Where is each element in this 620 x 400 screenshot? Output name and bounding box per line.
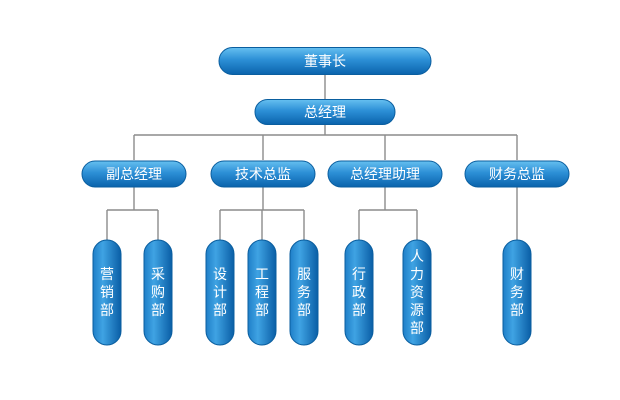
department-box-1-0-shape <box>205 239 235 346</box>
general-manager-box: 总经理 <box>254 99 396 125</box>
chairman-box-label: 董事长 <box>304 54 346 70</box>
department-box-2-1-label: 人力资源部 <box>410 249 424 337</box>
division-box-3: 财务总监 <box>464 160 570 188</box>
division-box-2: 总经理助理 <box>327 160 443 188</box>
division-box-1-label: 技术总监 <box>235 167 291 183</box>
department-box-0-0-shape <box>92 239 122 346</box>
department-box-1-2-shape <box>289 239 319 346</box>
general-manager-box-label: 总经理 <box>304 105 346 121</box>
department-box-2-0-label: 行政部 <box>352 267 366 319</box>
department-box-0-0-label: 营销部 <box>100 267 114 319</box>
division-box-2-shape <box>327 160 443 188</box>
department-box-3-0-shape <box>502 239 532 346</box>
chairman-box-shape <box>218 47 432 75</box>
division-box-3-shape <box>464 160 570 188</box>
department-box-0-0: 营销部 <box>92 239 122 346</box>
department-box-1-1-shape <box>247 239 277 346</box>
department-box-1-0-label: 设计部 <box>213 267 227 319</box>
department-box-1-1: 工程部 <box>247 239 277 346</box>
department-box-2-1-shape <box>402 239 432 346</box>
division-box-1: 技术总监 <box>210 160 316 188</box>
division-box-3-label: 财务总监 <box>489 167 545 183</box>
division-box-0: 副总经理 <box>81 160 187 188</box>
department-box-1-1-label: 工程部 <box>255 267 269 319</box>
connector-lines <box>106 74 518 240</box>
division-box-0-label: 副总经理 <box>106 167 162 183</box>
department-box-1-0: 设计部 <box>205 239 235 346</box>
department-box-2-0: 行政部 <box>344 239 374 346</box>
division-box-1-shape <box>210 160 316 188</box>
division-box-2-label: 总经理助理 <box>350 167 420 183</box>
department-box-1-2-label: 服务部 <box>297 267 311 319</box>
department-box-0-1-label: 采购部 <box>151 267 165 319</box>
department-box-2-0-shape <box>344 239 374 346</box>
department-box-3-0: 财务部 <box>502 239 532 346</box>
department-box-3-0-label: 财务部 <box>510 267 524 319</box>
division-box-0-shape <box>81 160 187 188</box>
general-manager-box-shape <box>254 99 396 125</box>
department-box-0-1-shape <box>143 239 173 346</box>
department-box-2-1: 人力资源部 <box>402 239 432 346</box>
department-box-1-2: 服务部 <box>289 239 319 346</box>
department-box-0-1: 采购部 <box>143 239 173 346</box>
chairman-box: 董事长 <box>218 47 432 75</box>
